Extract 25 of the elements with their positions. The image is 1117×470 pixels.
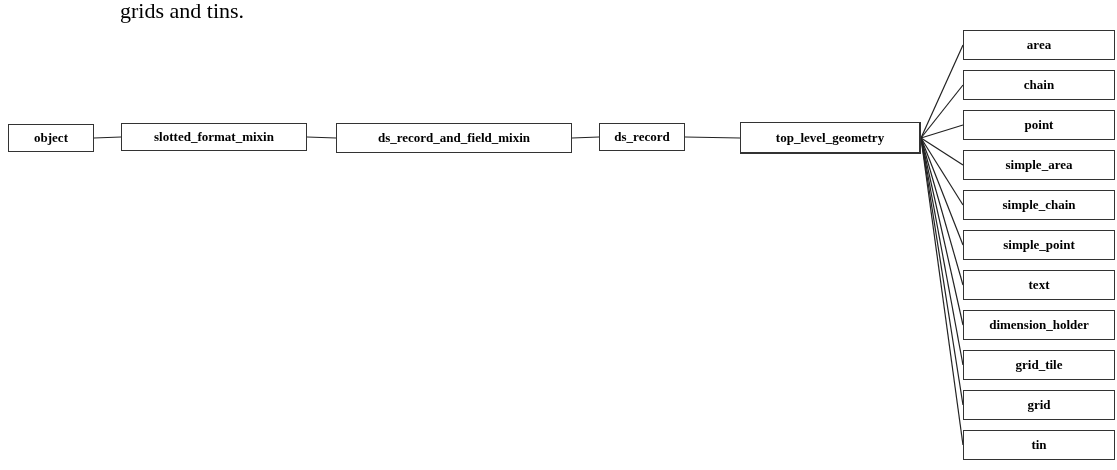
- connector-line: [920, 124, 964, 139]
- connector-line: [920, 137, 964, 166]
- class-box: simple_point: [963, 230, 1115, 260]
- class-box: simple_area: [963, 150, 1115, 180]
- connector-line: [920, 84, 964, 139]
- class-box: object: [8, 124, 94, 152]
- class-box: ds_record_and_field_mixin: [336, 123, 572, 153]
- class-box: top_level_geometry: [740, 122, 921, 154]
- class-box: chain: [963, 70, 1115, 100]
- connector-line: [306, 136, 337, 139]
- class-box: grid_tile: [963, 350, 1115, 380]
- caption-text: grids and tins.: [120, 0, 245, 22]
- class-box: slotted_format_mixin: [121, 123, 307, 151]
- class-box: text: [963, 270, 1115, 300]
- class-box: dimension_holder: [963, 310, 1115, 340]
- class-box: tin: [963, 430, 1115, 460]
- connector-line: [684, 136, 741, 139]
- connector-line: [920, 137, 964, 206]
- connector-line: [571, 136, 600, 139]
- class-box: simple_chain: [963, 190, 1115, 220]
- class-box: ds_record: [599, 123, 685, 151]
- class-box: point: [963, 110, 1115, 140]
- class-box: grid: [963, 390, 1115, 420]
- class-box: area: [963, 30, 1115, 60]
- connector-line: [93, 136, 122, 139]
